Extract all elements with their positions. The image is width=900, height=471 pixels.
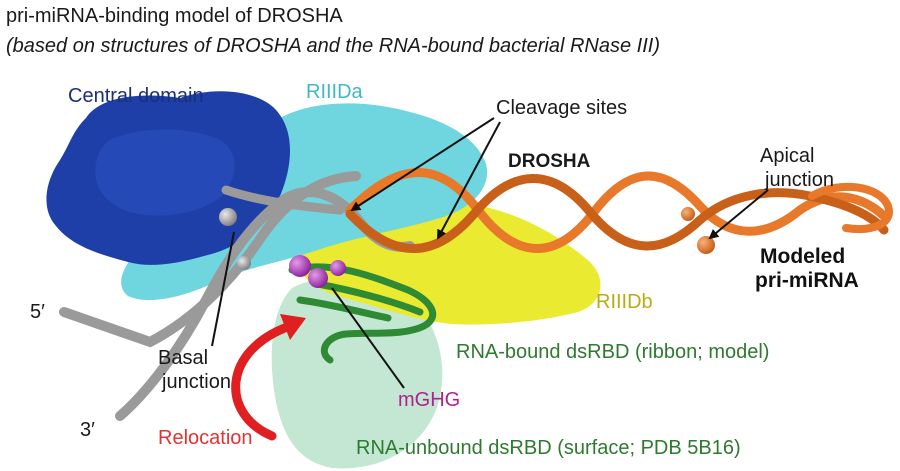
basal-leader — [211, 231, 235, 347]
modeled-pri-mirna-label-line1: Modeled — [760, 245, 846, 268]
basal-junction-label-line2: junction — [162, 371, 231, 393]
modeled-pri-mirna-label-line2: pri-miRNA — [755, 269, 859, 292]
dsrbd-ribbon — [288, 263, 437, 364]
mghg-ball-3 — [330, 260, 346, 276]
figure-subtitle: (based on structures of DROSHA and the R… — [6, 35, 661, 57]
relocation-arrowhead — [280, 314, 306, 340]
basal-junction-ball-2 — [237, 256, 251, 270]
apical-junction-label-line2: junction — [765, 169, 834, 191]
cleavage-sites-label: Cleavage sites — [496, 97, 628, 119]
drosha-label: DROSHA — [508, 151, 591, 172]
riiida-label: RIIIDa — [306, 81, 363, 103]
basal-junction-label-line1: Basal — [158, 347, 209, 369]
apical-junction-ball — [697, 236, 715, 254]
apical-junction-label-line1: Apical — [760, 145, 815, 167]
rna-bound-dsrbd-label: RNA-bound dsRBD (ribbon; model) — [456, 341, 770, 363]
cleavage-leader-1 — [350, 117, 495, 212]
relocation-label: Relocation — [158, 427, 253, 449]
mghg-label: mGHG — [398, 389, 461, 411]
rna-unbound-dsrbd-surface — [271, 277, 443, 469]
mghg-ball-1 — [289, 255, 311, 277]
pri-mirna-strand-1 — [345, 168, 889, 253]
five-prime-label: 5′ — [30, 301, 45, 323]
mghg-ball-2 — [308, 268, 328, 288]
riiidb-label: RIIIDb — [596, 291, 653, 313]
central-domain-label: Central domain — [68, 85, 204, 107]
basal-rna-strand-1 — [59, 171, 361, 348]
mghg-leader — [331, 287, 405, 389]
pri-mirna-loop — [808, 182, 893, 233]
basal-junction-ball-1 — [219, 208, 237, 226]
basal-rna-strand-3 — [221, 185, 345, 215]
rna-unbound-dsrbd-label: RNA-unbound dsRBD (surface; PDB 5B16) — [356, 437, 741, 459]
cleavage-leader-2 — [437, 121, 501, 240]
three-prime-label: 3′ — [80, 419, 95, 441]
apical-junction-ball-2 — [681, 207, 695, 221]
apical-leader — [708, 189, 769, 240]
relocation-arrow — [231, 321, 295, 441]
figure-title: pri-miRNA-binding model of DROSHA — [6, 5, 343, 27]
central-domain-shade — [95, 129, 235, 216]
